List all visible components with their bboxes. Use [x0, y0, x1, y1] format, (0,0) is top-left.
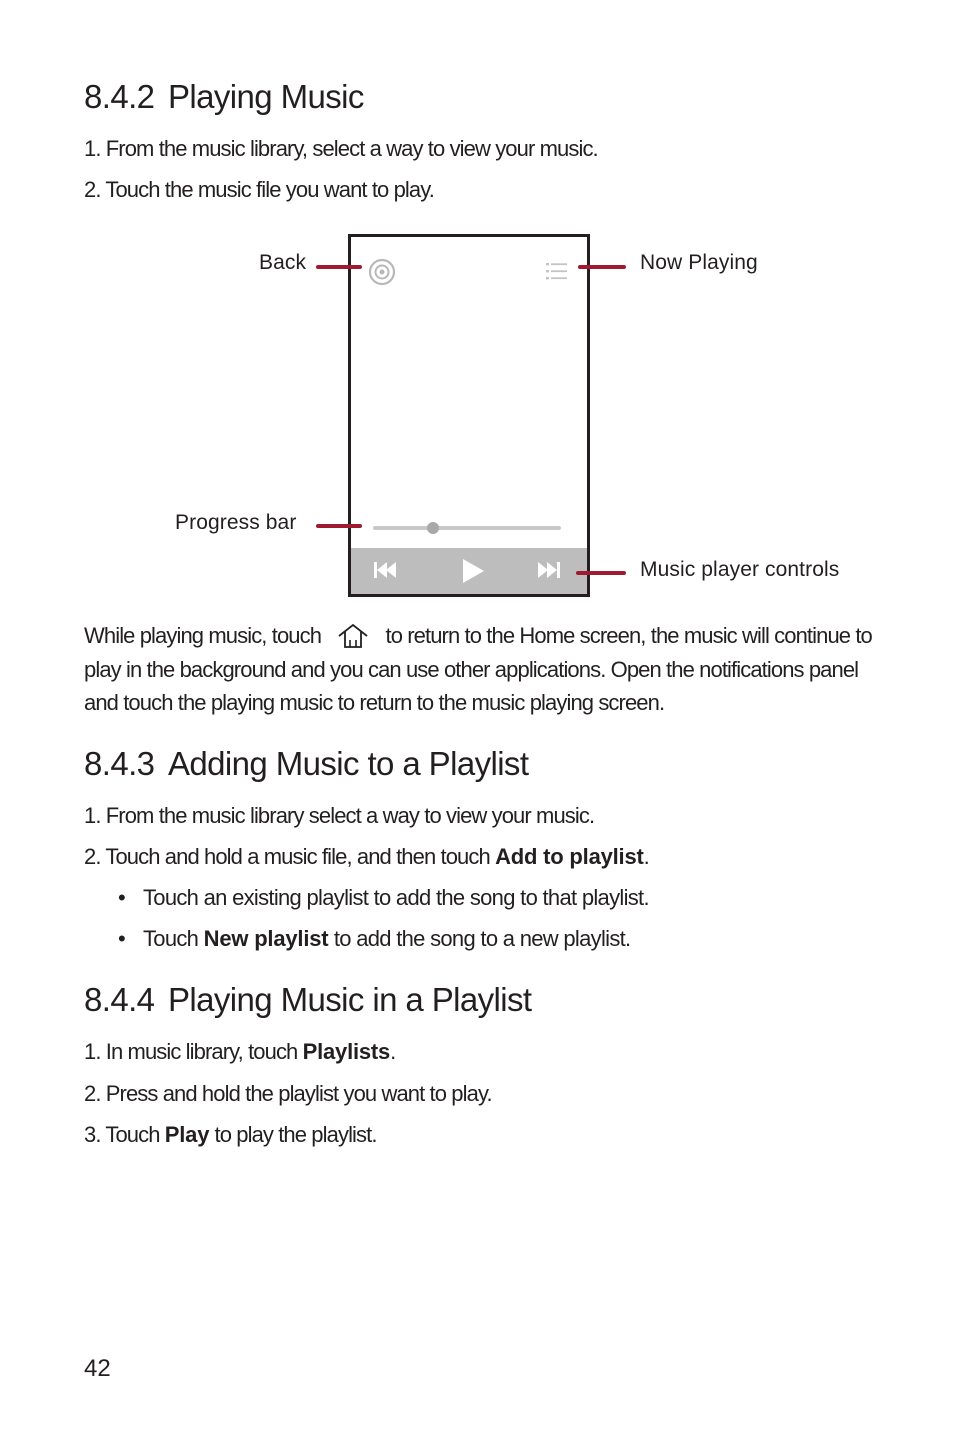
step-item: 1. In music library, touch Playlists. — [84, 1039, 396, 1065]
step-text: to play the playlist. — [214, 1122, 377, 1147]
list-icon — [546, 263, 567, 280]
playing-music-paragraph: While playing music, touch to return to … — [84, 619, 884, 720]
section-title: Playing Music — [168, 78, 364, 115]
section-number: 8.4.2 — [84, 78, 155, 115]
para-text-after-icon: to return to the Home screen, the music … — [84, 623, 873, 715]
section-heading-8-4-4: 8.4.4 Playing Music in a Playlist — [84, 981, 532, 1019]
section-heading-8-4-3: 8.4.3 Adding Music to a Playlist — [84, 745, 529, 783]
step-text: 2. Touch and hold a music file, and then… — [84, 844, 491, 869]
callout-progress-bar: Progress bar — [175, 511, 297, 534]
step-item: 1. From the music library select a way t… — [84, 803, 595, 828]
section-title: Playing Music in a Playlist — [168, 981, 532, 1018]
step-text: 1. In music library, touch — [84, 1039, 298, 1064]
para-text-before-icon: While playing music, touch — [84, 623, 322, 648]
bullet-text: to add the song to a new playlist. — [333, 926, 631, 951]
step-item: 3. Touch Play to play the playlist. — [84, 1122, 377, 1148]
step-text: . — [643, 844, 650, 869]
step-item: 1. From the music library, select a way … — [84, 136, 599, 161]
callout-music-player-controls: Music player controls — [640, 558, 840, 581]
bullet-text: Touch — [143, 926, 199, 951]
home-icon — [338, 623, 368, 648]
callout-leader-progress-bar — [316, 524, 362, 528]
ui-term-playlists: Playlists — [302, 1039, 391, 1064]
section-heading-8-4-2: 8.4.2 Playing Music — [84, 78, 364, 116]
ui-term-play: Play — [164, 1122, 210, 1147]
bullet-marker: • — [118, 885, 126, 910]
ui-term-new-playlist: New playlist — [203, 926, 329, 951]
next-icon[interactable] — [537, 560, 561, 580]
page-number: 42 — [84, 1355, 111, 1382]
bullet-item: • Touch New playlist to add the song to a… — [118, 926, 631, 952]
ui-term-add-to-playlist: Add to playlist — [495, 844, 644, 869]
progress-thumb[interactable] — [427, 522, 440, 534]
bullet-marker: • — [118, 926, 126, 951]
step-text: . — [390, 1039, 396, 1064]
disc-icon — [368, 258, 396, 286]
bullet-text: Touch an existing playlist to add the so… — [143, 885, 650, 910]
bullet-item: • Touch an existing playlist to add the s… — [118, 885, 650, 911]
phone-screen — [348, 234, 590, 597]
section-number: 8.4.4 — [84, 981, 155, 1018]
step-item: 2. Press and hold the playlist you want … — [84, 1081, 493, 1106]
section-number: 8.4.3 — [84, 745, 155, 782]
step-item: 2. Touch and hold a music file, and then… — [84, 844, 650, 870]
callout-now-playing: Now Playing — [640, 251, 758, 274]
callout-leader-controls — [576, 571, 626, 575]
player-controls-bar — [351, 548, 587, 594]
callout-back: Back — [259, 251, 307, 274]
callout-leader-back — [316, 265, 362, 269]
callout-leader-now-playing — [578, 265, 626, 269]
step-item: 2. Touch the music file you want to play… — [84, 177, 435, 202]
step-text: 3. Touch — [84, 1122, 160, 1147]
progress-bar[interactable] — [373, 522, 561, 534]
section-title: Adding Music to a Playlist — [168, 745, 529, 782]
play-icon[interactable] — [461, 557, 485, 585]
previous-icon[interactable] — [373, 560, 397, 580]
